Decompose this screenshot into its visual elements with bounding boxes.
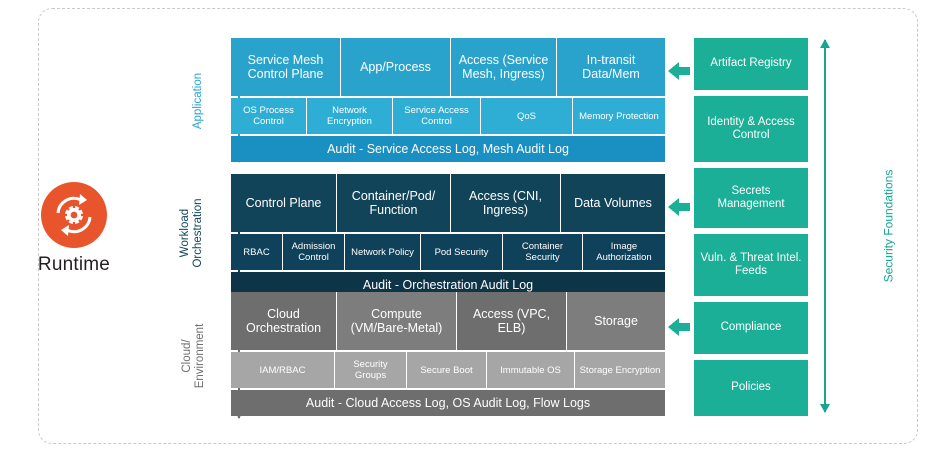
axis-label-cloud: Cloud/Environment bbox=[181, 323, 206, 389]
foundation-box[interactable]: Vuln. & Threat Intel. Feeds bbox=[694, 234, 808, 296]
layer-cell[interactable]: Cloud Orchestration bbox=[231, 292, 337, 350]
layer-cell[interactable]: Access (Service Mesh, Ingress) bbox=[451, 38, 557, 96]
foundation-box-label: Compliance bbox=[720, 321, 782, 334]
layer-subcell[interactable]: Secure Boot bbox=[407, 352, 487, 388]
layer-subcell[interactable]: Admission Control bbox=[283, 234, 345, 270]
axis-label-application: Application bbox=[191, 72, 204, 130]
layer-subcell[interactable]: Security Groups bbox=[335, 352, 407, 388]
arrow-head-left-icon bbox=[668, 62, 679, 80]
arrow-head-down-icon bbox=[820, 404, 830, 413]
layer-subcell[interactable]: Immutable OS bbox=[487, 352, 575, 388]
layer-subcell[interactable]: RBAC bbox=[231, 234, 283, 270]
layer-subcell[interactable]: Pod Security bbox=[421, 234, 503, 270]
axis-line bbox=[238, 176, 240, 290]
layer-cell[interactable]: Service Mesh Control Plane bbox=[231, 38, 341, 96]
layer-cell[interactable]: Access (CNI, Ingress) bbox=[451, 174, 561, 232]
axis-line bbox=[824, 40, 826, 412]
foundation-box[interactable]: Artifact Registry bbox=[694, 38, 808, 90]
layer-cell[interactable]: Data Volumes bbox=[561, 174, 665, 232]
layer-subcell[interactable]: Memory Protection bbox=[573, 98, 665, 134]
layer-cell[interactable]: Compute (VM/Bare-Metal) bbox=[337, 292, 457, 350]
arrow-head-left-icon bbox=[668, 198, 679, 216]
security-foundations-axis: Security Foundations bbox=[818, 39, 895, 413]
layer-cell[interactable]: Storage bbox=[567, 292, 665, 350]
layer-subcell[interactable]: Network Encryption bbox=[307, 98, 393, 134]
layer-cell[interactable]: In-transit Data/Mem bbox=[557, 38, 665, 96]
foundation-box-label: Vuln. & Threat Intel. Feeds bbox=[700, 251, 802, 278]
arrow-shaft bbox=[678, 323, 690, 331]
layer-subcell[interactable]: QoS bbox=[481, 98, 573, 134]
foundation-box[interactable]: Compliance bbox=[694, 302, 808, 354]
foundation-box-label: Identity & Access Control bbox=[707, 115, 795, 142]
foundation-box-label: Artifact Registry bbox=[710, 57, 792, 70]
foundation-box-label: Secrets Management bbox=[717, 184, 785, 211]
layer-subcell[interactable]: Container Security bbox=[503, 234, 583, 270]
layer-cell[interactable]: Container/Pod/ Function bbox=[337, 174, 451, 232]
layer-subcell[interactable]: Storage Encryption bbox=[575, 352, 665, 388]
foundation-box[interactable]: Identity & Access Control bbox=[694, 96, 808, 162]
audit-bar[interactable]: Audit - Service Access Log, Mesh Audit L… bbox=[231, 136, 665, 162]
runtime-gear-icon bbox=[41, 182, 107, 248]
security-foundations-label: Security Foundations bbox=[881, 169, 896, 283]
layer-cell[interactable]: Access (VPC, ELB) bbox=[457, 292, 567, 350]
layer-subcell[interactable]: Network Policy bbox=[345, 234, 421, 270]
diagram-dashed-frame bbox=[38, 8, 918, 444]
layer-cell[interactable]: Control Plane bbox=[231, 174, 337, 232]
layer-subcell[interactable]: IAM/RBAC bbox=[231, 352, 335, 388]
arrow-shaft bbox=[678, 203, 690, 211]
connector-arrow-application bbox=[668, 62, 690, 80]
runtime-badge: Runtime bbox=[14, 182, 134, 276]
layer-subcell[interactable]: OS Process Control bbox=[231, 98, 307, 134]
layer-subcell[interactable]: Service Access Control bbox=[393, 98, 481, 134]
arrow-shaft bbox=[678, 67, 690, 75]
audit-bar[interactable]: Audit - Cloud Access Log, OS Audit Log, … bbox=[231, 390, 665, 416]
layer-cell[interactable]: App/Process bbox=[341, 38, 451, 96]
connector-arrow-cloud bbox=[668, 318, 690, 336]
foundation-box[interactable]: Secrets Management bbox=[694, 168, 808, 228]
connector-arrow-orchestration bbox=[668, 198, 690, 216]
layer-subcell[interactable]: Image Authorization bbox=[583, 234, 665, 270]
foundation-box-label: Policies bbox=[731, 381, 771, 394]
arrow-head-left-icon bbox=[668, 318, 679, 336]
runtime-label: Runtime bbox=[37, 254, 111, 275]
foundation-box[interactable]: Policies bbox=[694, 360, 808, 416]
